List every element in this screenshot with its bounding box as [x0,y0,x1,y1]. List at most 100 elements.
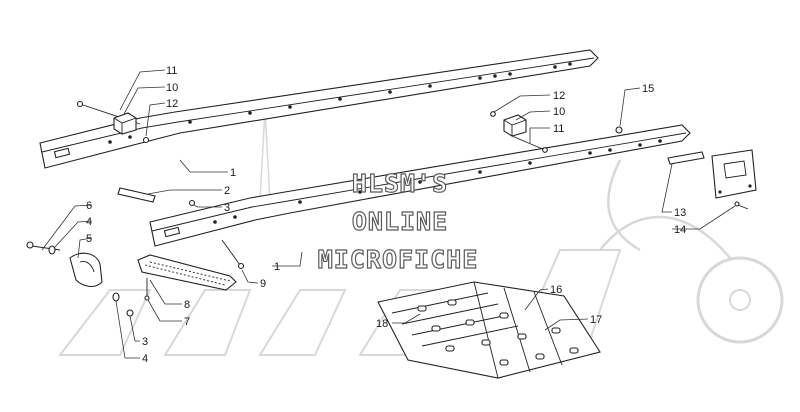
rail-right-slot [163,226,181,238]
leader-1-a [179,159,228,173]
rail-left-body [39,49,599,169]
end-cover-hole [718,190,722,194]
background-frame-curve [599,159,731,259]
rail-left-holes [108,62,572,144]
callout-1-lower: 1 [274,261,280,273]
end-cover-hole-2 [748,184,752,188]
leader-5 [77,237,93,259]
callout-5: 5 [86,233,92,245]
bolt-9 [221,239,241,266]
lower-fastener-stack [112,292,134,317]
callout-15: 15 [642,83,654,95]
bumper-assembly [26,241,103,288]
slider-shoe-assembly [137,254,237,301]
end-cover [711,149,757,199]
callout-12-mid: 12 [553,90,565,102]
leader-6 [41,204,93,251]
bracket-assembly-upper-left [76,100,150,144]
leader-12-a [145,102,166,137]
leader-14 [672,205,736,230]
slide-rail-right [149,124,691,247]
wear-strip-assembly [117,187,196,207]
screw-14 [737,204,749,210]
leader-4-a [53,220,93,249]
watermark-line-1: HLSM'S [352,169,448,198]
callout-1-upper: 1 [230,167,236,179]
bumper-block [69,252,103,288]
leader-10-a [123,86,166,115]
nut-upper-left [142,136,150,144]
callout-2: 2 [224,185,230,197]
bolt-9-head [237,262,245,270]
leader-4-b [115,300,140,359]
callout-4-lower: 4 [142,353,148,365]
leader-3-b [129,315,140,342]
watermark-line-2: ONLINE [352,207,448,236]
rail-end-assembly [667,149,757,210]
bumper-block-curve [79,261,95,273]
watermark-line-3: MICROFICHE [318,245,479,274]
leader-17 [544,318,589,331]
callout-16: 16 [550,284,562,296]
end-cover-inset [723,160,747,179]
washer-bumper [48,245,56,255]
slider-shoe-texture [144,261,231,286]
hlsm-watermark: HLSM'S ONLINE MICROFICHE [317,168,479,274]
leader-13 [661,163,673,213]
washer-lower [112,292,120,302]
callout-14: 14 [674,224,686,236]
screw-shoe-head [144,295,150,301]
leader-8 [149,279,182,305]
callout-13: 13 [674,207,686,219]
leader-1-b [272,251,303,267]
washer-upper [188,199,196,207]
bolt-head-upper-left [76,100,84,108]
background-wheel-hub [729,289,751,311]
bracket-mid [503,114,527,137]
nut-lower [126,309,134,317]
end-cap [615,126,623,134]
callout-7: 7 [184,316,190,328]
rail-left-edge [41,57,595,153]
leader-11-b [529,127,550,143]
rail-right-holes [213,139,662,224]
callout-8: 8 [184,299,190,311]
leader-3-a [192,204,222,208]
leader-11-a [119,69,166,111]
screw-14-head [734,201,740,207]
callout-10-upper-left: 10 [166,82,178,94]
bolt-9-assembly [221,239,245,270]
leader-12-b [493,94,551,113]
background-letterforms [57,249,622,356]
background-logo-watermark [57,109,784,356]
end-plate [667,151,705,165]
track-lugs [391,281,563,379]
callout-labels: 11 10 12 12 10 11 15 1 2 3 6 4 5 1 9 8 7… [86,65,686,365]
callout-3-upper: 3 [224,202,230,214]
callout-11-mid: 11 [553,123,564,135]
leader-18 [392,313,421,324]
leader-7 [147,299,182,322]
rail-left-slot [53,147,71,159]
bolt-head-mid [542,147,548,153]
leader-2 [147,189,222,195]
callout-10-mid: 10 [553,106,565,118]
nut-mid [490,111,496,117]
track-body [377,281,601,379]
leader-10-b [515,110,551,121]
callout-4-upper: 4 [86,216,92,228]
bolt-head-bumper [26,241,34,249]
bracket-mid-edges [503,119,527,136]
leader-16 [524,288,549,311]
bracket-upper-left [113,112,137,135]
callout-12-upper-left: 12 [166,98,178,110]
leader-lines [41,69,736,359]
callout-9: 9 [260,278,266,290]
callout-11-upper-left: 11 [166,65,177,77]
background-wheel [696,256,784,344]
leader-15 [619,87,641,127]
callout-3-lower: 3 [142,336,148,348]
wear-strip [117,187,156,203]
